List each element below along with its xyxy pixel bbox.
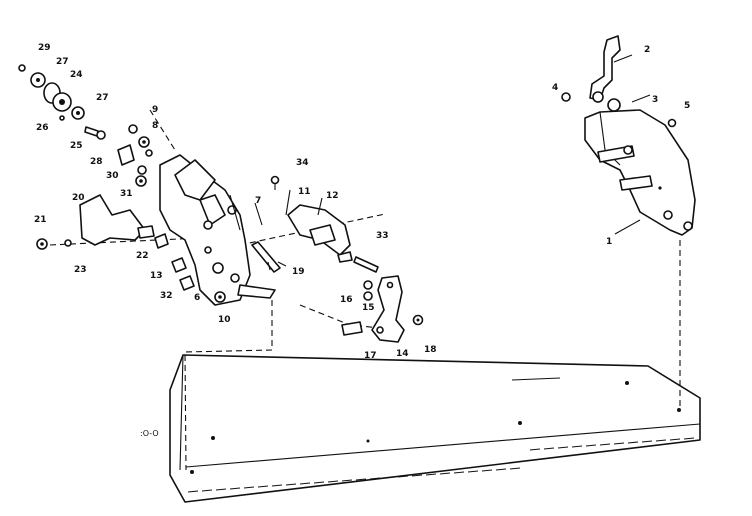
callout-27b: 27: [96, 93, 109, 103]
callout-5: 5: [684, 101, 690, 111]
callout-23: 23: [74, 265, 87, 275]
callout-2: 2: [644, 45, 650, 55]
callout-16: 16: [340, 295, 353, 305]
callout-9: 9: [152, 105, 158, 115]
spring-7: [251, 241, 281, 273]
lever-14: [341, 275, 424, 343]
callout-1: 1: [606, 237, 612, 247]
callout-11: 11: [298, 187, 311, 197]
callouts: 29 27 24 27 26 25 9 8 28 30 20 31 34 7 1…: [34, 43, 690, 361]
callout-20: 20: [72, 193, 85, 203]
callout-18: 18: [424, 345, 437, 355]
leader-lines: [254, 54, 651, 267]
callout-6: 6: [194, 293, 200, 303]
callout-8: 8: [152, 121, 158, 131]
callout-15: 15: [362, 303, 375, 313]
base-slot-row-upper: [529, 437, 695, 451]
callout-22: 22: [136, 251, 149, 261]
callout-17: 17: [364, 351, 377, 361]
callout-3: 3: [652, 95, 658, 105]
callout-32: 32: [160, 291, 173, 301]
small-hardware-upper: [117, 124, 153, 187]
callout-31: 31: [120, 189, 133, 199]
lever-20: [36, 194, 155, 250]
base-mark: :O-O: [140, 429, 159, 438]
callout-21: 21: [34, 215, 47, 225]
callout-14: 14: [396, 349, 409, 359]
callout-10: 10: [218, 315, 231, 325]
callout-28: 28: [90, 157, 103, 167]
base-slot-row-lower: [187, 467, 521, 493]
callout-27a: 27: [56, 57, 69, 67]
callout-29a: 29: [38, 43, 51, 53]
studs-13-32: [154, 233, 195, 291]
screw-34: [270, 175, 280, 190]
callout-26: 26: [36, 123, 49, 133]
callout-25: 25: [70, 141, 83, 151]
right-bracket-assembly: [561, 35, 696, 236]
callout-24: 24: [70, 70, 83, 80]
lever-11-12: [287, 204, 353, 263]
base-plate: :O-O: [140, 354, 701, 503]
callout-33: 33: [376, 231, 389, 241]
callout-13: 13: [150, 271, 163, 281]
spring-33: [353, 256, 379, 273]
callout-4: 4: [552, 83, 558, 93]
callout-7: 7: [255, 196, 261, 206]
callout-19: 19: [292, 267, 305, 277]
callout-34: 34: [296, 158, 309, 168]
main-side-plate: [159, 154, 276, 306]
bushing-stack: [18, 64, 106, 140]
callout-12: 12: [326, 191, 339, 201]
callout-30: 30: [106, 171, 119, 181]
